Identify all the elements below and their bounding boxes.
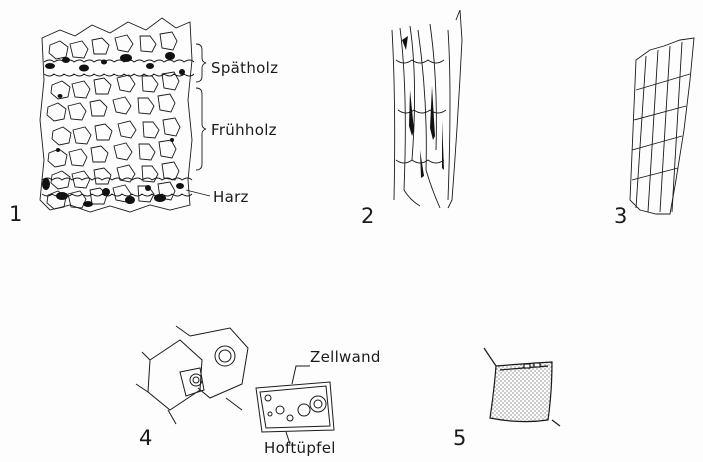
- resin-spots: [42, 52, 185, 207]
- cell-wall-drawing: [136, 326, 334, 444]
- radial-section-drawing: [630, 38, 694, 214]
- label-early-wood: Frühholz: [211, 123, 277, 138]
- label-bordered-pit: Hoftüpfel: [264, 441, 336, 456]
- figure-number-1: 1: [9, 204, 22, 225]
- figure-number-5: 5: [453, 428, 466, 449]
- figure-number-2: 2: [361, 206, 374, 227]
- figure-number-3: 3: [614, 206, 627, 227]
- label-cell-wall: Zellwand: [310, 350, 381, 365]
- label-late-wood: Spätholz: [211, 61, 278, 76]
- label-resin: Harz: [213, 190, 249, 205]
- tangential-section-drawing: [392, 10, 462, 208]
- figure-number-4: 4: [139, 428, 152, 449]
- dotted-cell-drawing: [484, 348, 560, 426]
- wood-cross-section-drawing: [40, 18, 210, 212]
